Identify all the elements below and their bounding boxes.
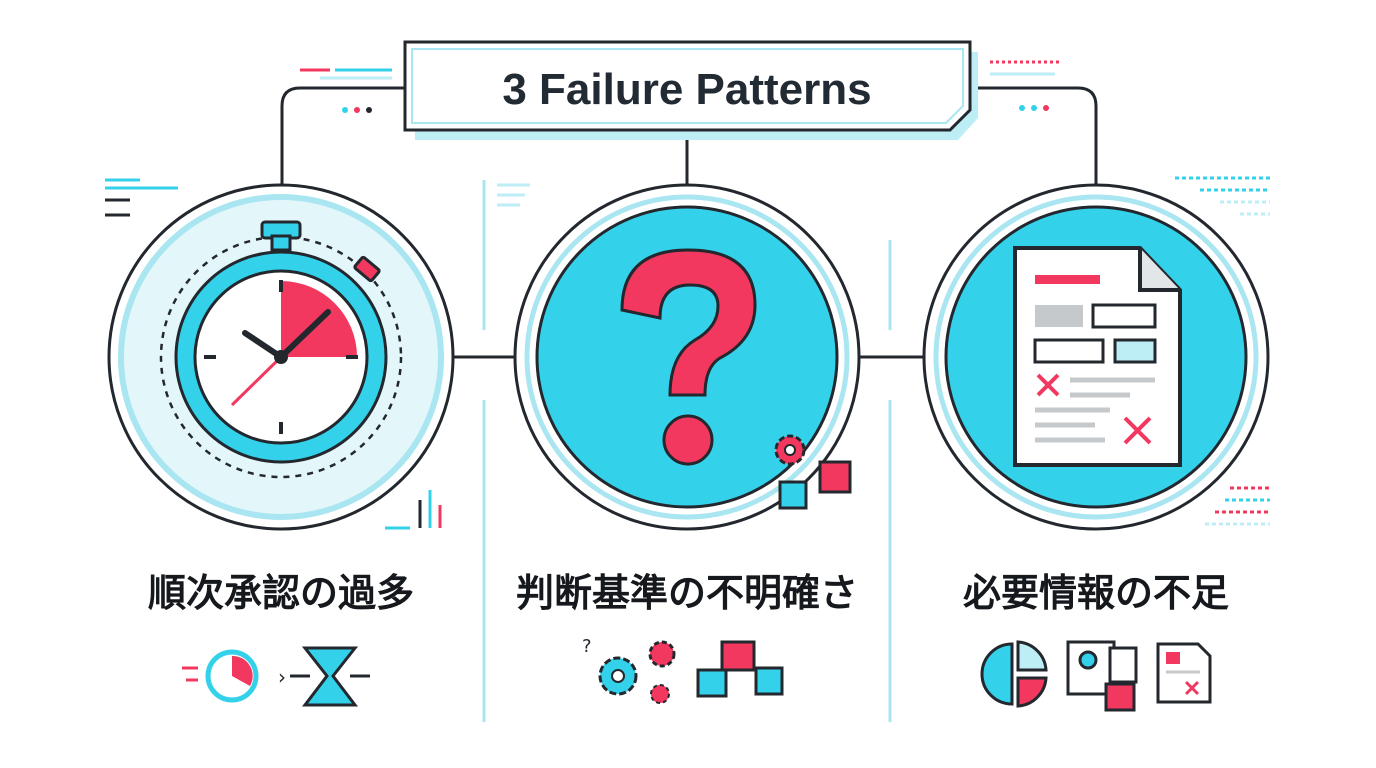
svg-text:?: ? [582, 636, 592, 657]
pattern-3-label: 必要情報の不足 [963, 571, 1229, 615]
question-mark-icon [620, 248, 757, 466]
pie-chart-icon [980, 640, 1048, 708]
puzzle-pieces-icon [696, 640, 784, 698]
report-puzzle-icon [1066, 640, 1138, 712]
page-title: 3 Failure Patterns [502, 65, 871, 114]
title-box: 3 Failure Patterns [403, 40, 978, 140]
pattern-1-illustration [107, 183, 455, 531]
hourglass-bottleneck-icon [290, 646, 370, 707]
pattern-2-illustration [513, 183, 861, 531]
document-error-icon [1156, 642, 1212, 704]
arrow-right-icon: › [278, 665, 286, 689]
decorative-dashes [105, 60, 1270, 530]
stopwatch-icon [174, 220, 388, 464]
pattern-3-illustration [922, 183, 1270, 531]
pattern-2-label: 判断基準の不明確さ [516, 571, 858, 615]
gear-icon [774, 434, 806, 466]
small-stopwatch-icon [182, 649, 259, 703]
incomplete-document-icon [1013, 246, 1182, 467]
puzzle-icon [778, 460, 852, 510]
dividers [482, 180, 892, 722]
pattern-1-label: 順次承認の過多 [148, 571, 414, 615]
gears-question-icon: ? [582, 636, 676, 704]
